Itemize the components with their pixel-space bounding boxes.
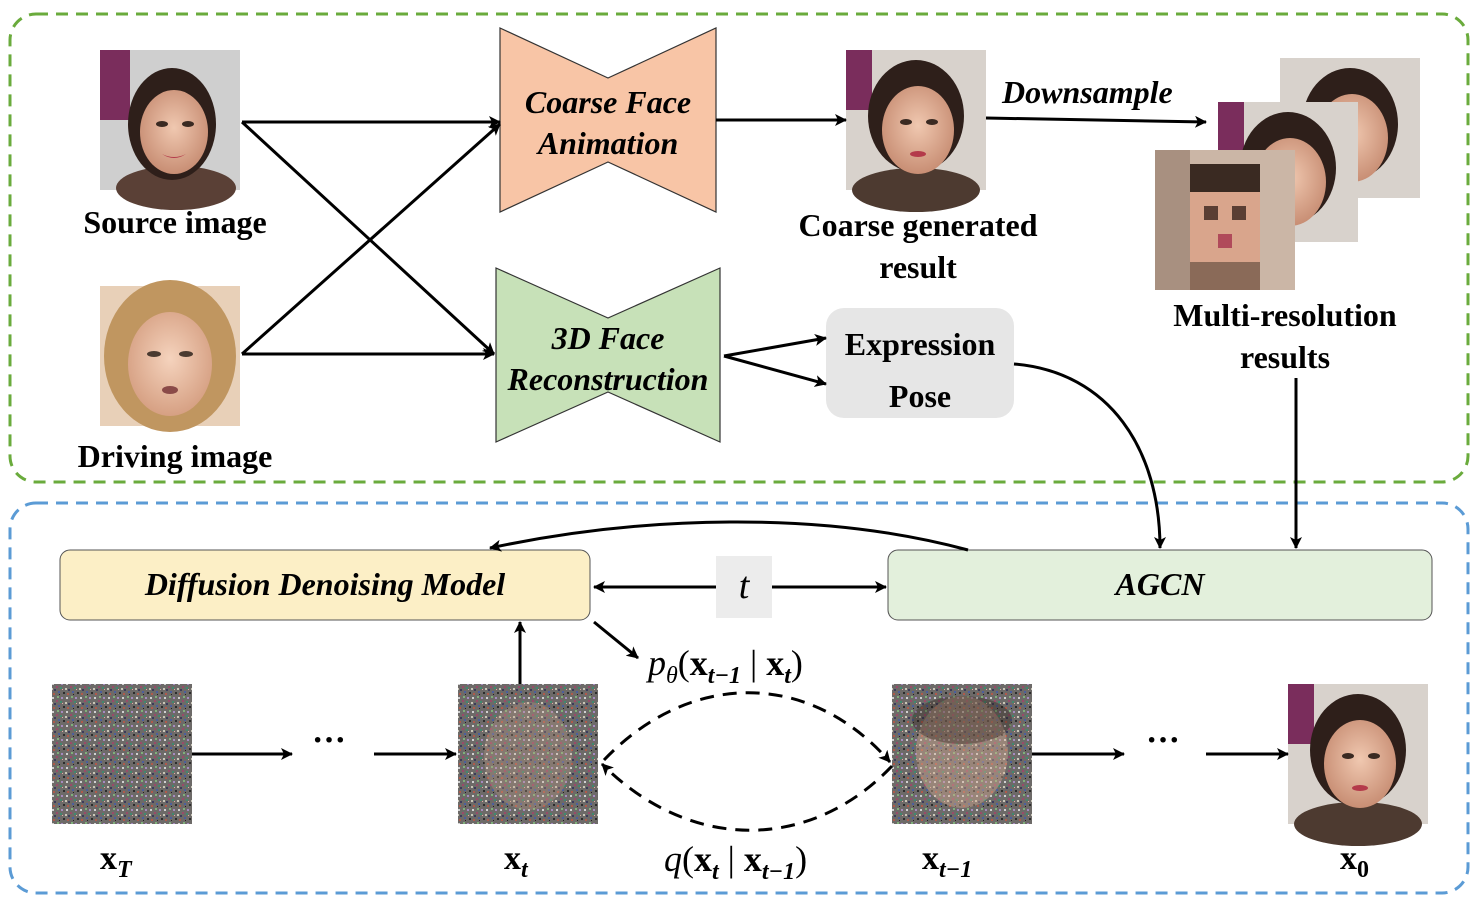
arrow-recon-to-expression (723, 334, 827, 358)
q-sub1: t (712, 859, 719, 886)
ellipsis-right: ··· (1146, 722, 1181, 759)
xt-1-label: xt−1 (922, 840, 972, 884)
top-panel-border (8, 12, 1470, 484)
face-reconstruction-block (495, 267, 721, 443)
q-bar: | (718, 839, 744, 879)
agcn-box (887, 549, 1433, 621)
q-open: ( (682, 839, 694, 879)
diffusion-denoising-box (59, 549, 591, 621)
arrow-driving-to-coarse (241, 122, 501, 356)
expression-text: Expression (844, 326, 996, 362)
arrow-agcn-to-ddm (489, 520, 969, 552)
coarse-result-image (846, 50, 986, 212)
recon-line2: Reconstruction (507, 361, 709, 397)
q-formula: q(xt | xt−1) (664, 838, 807, 886)
q-x1: x (694, 839, 712, 879)
q-symbol: q (664, 839, 682, 879)
xt-base: x (504, 840, 521, 877)
pose-text: Pose (888, 378, 952, 414)
recon-line1: 3D Face (551, 320, 665, 356)
theta-sub: θ (666, 663, 678, 690)
arrow-dashed-reverse (600, 762, 894, 832)
x0-base: x (1340, 840, 1357, 877)
coarse-face-line2: Animation (537, 125, 679, 161)
xT-base: x (100, 840, 117, 877)
multi-res-image-front (1155, 150, 1295, 290)
x0-label: x0 (1340, 840, 1369, 884)
agcn-label: AGCN (1115, 566, 1205, 602)
coarse-result-line2: result (879, 249, 957, 285)
xt-1-noisy-image (892, 684, 1032, 824)
expression-pose-box (826, 308, 1014, 418)
arrow-dashed-forward (602, 691, 892, 763)
xT-noise-image (52, 684, 192, 824)
arrow-source-to-recon (240, 120, 496, 356)
face-reconstruction-label: 3D Face Reconstruction (492, 318, 724, 400)
coarse-face-animation-label: Coarse Face Animation (500, 82, 716, 164)
source-image-label: Source image (83, 204, 267, 240)
p-sub1: t−1 (707, 663, 742, 690)
p-open: ( (677, 643, 690, 683)
bottom-panel-border (8, 501, 1470, 895)
xt-label: xt (504, 840, 528, 884)
driving-image-label: Driving image (77, 438, 273, 474)
ellipsis-left: ··· (312, 722, 347, 759)
p-x1: x (689, 643, 708, 683)
xt-1-sub: t−1 (939, 856, 973, 883)
coarse-result-label: Coarse generated result (770, 204, 1066, 288)
x0-sub: 0 (1357, 856, 1369, 883)
arrow-downsample (985, 115, 1207, 128)
p-x2: x (766, 643, 785, 683)
multi-res-line1: Multi-resolution (1173, 297, 1397, 333)
multi-res-line2: results (1239, 339, 1331, 375)
driving-image (100, 280, 240, 432)
arrow-params-to-agcn (1013, 362, 1166, 549)
p-theta-formula: pθ(xt−1 | xt) (648, 642, 803, 690)
xt-noisy-image (458, 684, 598, 824)
diffusion-denoising-label: Diffusion Denoising Model (144, 566, 506, 602)
p-bar: | (741, 643, 767, 683)
xT-label: xT (100, 840, 132, 884)
arrow-recon-to-pose (723, 354, 827, 387)
x0-clean-image (1288, 684, 1428, 846)
p-symbol: p (648, 643, 666, 683)
coarse-face-line1: Coarse Face (524, 84, 692, 120)
p-sub2: t (784, 663, 791, 690)
downsample-label: Downsample (1002, 74, 1173, 110)
coarse-result-line1: Coarse generated (798, 207, 1038, 243)
source-image (100, 50, 240, 210)
t-label: t (738, 565, 750, 607)
p-close: ) (790, 643, 803, 683)
q-sub2: t−1 (761, 859, 796, 886)
t-box (716, 556, 772, 618)
multi-res-label: Multi-resolution results (1150, 294, 1420, 378)
xT-sub: T (117, 856, 132, 883)
coarse-face-animation-block (499, 27, 717, 213)
xt-1-base: x (922, 840, 939, 877)
q-close: ) (795, 839, 808, 879)
q-x2: x (743, 839, 762, 879)
xt-sub: t (521, 856, 528, 883)
arrow-ddm-to-ptheta (593, 620, 639, 660)
expression-pose-label: Expression Pose (826, 318, 1014, 422)
